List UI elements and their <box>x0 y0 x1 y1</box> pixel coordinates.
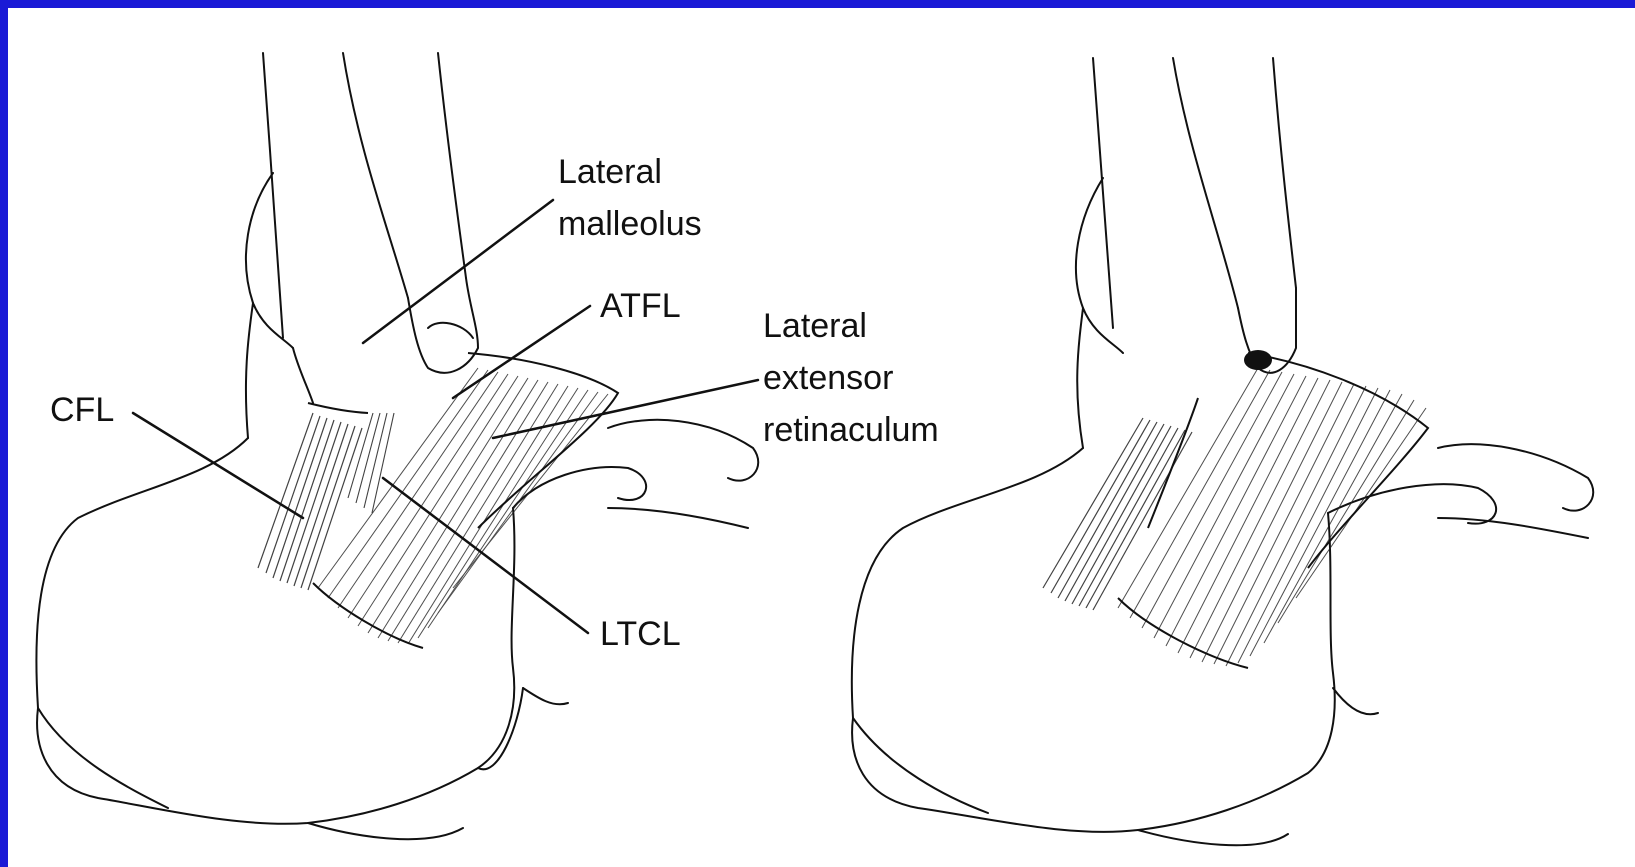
malleolus-shadow <box>1244 350 1272 370</box>
label-ltcl: LTCL <box>600 608 681 660</box>
fibula-outline-right <box>438 53 466 278</box>
label-lateral-malleolus: Lateral malleolus <box>558 146 702 250</box>
unlabeled-ankle-drawing <box>818 8 1635 867</box>
diagram-canvas: Lateral malleolus ATFL Lateral extensor … <box>8 8 1635 867</box>
unlabeled-ankle-figure <box>818 8 1635 867</box>
label-cfl: CFL <box>50 384 114 436</box>
fibula-outline-left <box>343 53 408 298</box>
label-atfl: ATFL <box>600 280 681 332</box>
tibia-outline <box>263 53 283 338</box>
labeled-ankle-figure: Lateral malleolus ATFL Lateral extensor … <box>8 8 828 867</box>
label-lateral-malleolus-line-1: Lateral <box>558 146 702 198</box>
leader-cfl <box>133 413 303 518</box>
label-lateral-malleolus-line-2: malleolus <box>558 198 702 250</box>
labeled-ankle-drawing <box>8 8 828 867</box>
